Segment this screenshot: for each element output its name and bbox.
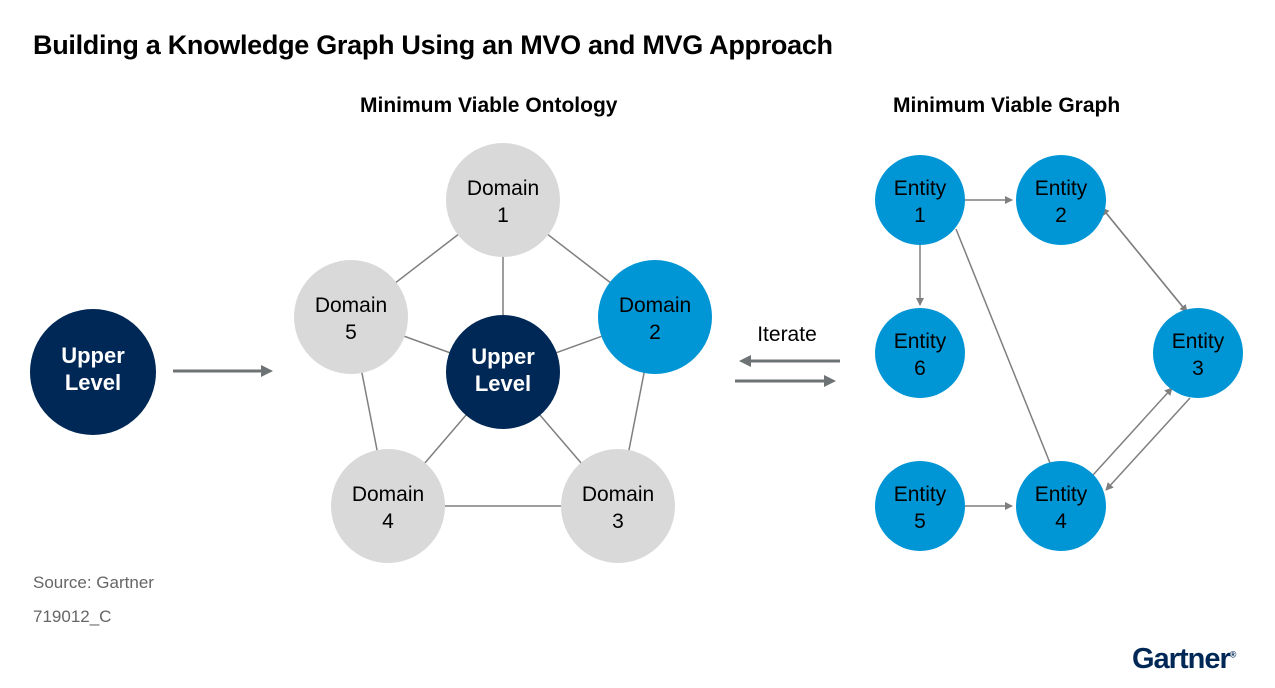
edge-e3-e4 (1105, 397, 1191, 491)
svg-text:6: 6 (914, 357, 926, 380)
entity-node-2: Entity 2 (1016, 155, 1106, 245)
edge-e1-e4 (955, 228, 1051, 464)
svg-text:Domain: Domain (619, 294, 691, 317)
svg-text:Domain: Domain (315, 294, 387, 317)
graph-edges (916, 196, 1191, 510)
upper-level-node: Upper Level (30, 309, 156, 435)
svg-text:Entity: Entity (894, 483, 947, 506)
svg-text:2: 2 (649, 321, 661, 344)
domain-node-2: Domain 2 (598, 260, 712, 374)
figure-code: 719012_C (33, 607, 112, 626)
svg-text:Upper: Upper (471, 344, 535, 369)
entity-node-1: Entity 1 (875, 155, 965, 245)
svg-text:5: 5 (914, 510, 926, 533)
svg-text:Upper: Upper (61, 343, 125, 368)
gartner-logo: Gartner® (1132, 643, 1236, 676)
svg-text:Entity: Entity (1035, 177, 1088, 200)
svg-text:2: 2 (1055, 204, 1067, 227)
diagram-title: Building a Knowledge Graph Using an MVO … (33, 30, 833, 60)
mvo-upper-level-node: Upper Level (446, 315, 560, 429)
logo-registered-mark: ® (1229, 649, 1237, 660)
svg-text:Entity: Entity (1035, 483, 1088, 506)
domain-node-1: Domain 1 (446, 143, 560, 257)
svg-text:Level: Level (65, 370, 121, 395)
section-title-mvo: Minimum Viable Ontology (360, 94, 618, 117)
source-note: Source: Gartner (33, 573, 154, 592)
entity-node-4: Entity 4 (1016, 461, 1106, 551)
section-title-mvg: Minimum Viable Graph (893, 94, 1121, 117)
logo-text: Gartner (1132, 643, 1231, 675)
svg-text:3: 3 (612, 510, 624, 533)
svg-text:4: 4 (382, 510, 394, 533)
svg-text:Entity: Entity (894, 177, 947, 200)
entity-node-5: Entity 5 (875, 461, 965, 551)
svg-text:1: 1 (914, 204, 926, 227)
svg-text:3: 3 (1192, 357, 1204, 380)
svg-text:5: 5 (345, 321, 357, 344)
svg-text:Entity: Entity (894, 330, 947, 353)
svg-text:Level: Level (475, 371, 531, 396)
edge-e3-e2 (1101, 207, 1188, 313)
svg-text:Domain: Domain (467, 177, 539, 200)
entity-node-3: Entity 3 (1153, 308, 1243, 398)
edge-e4-e3 (1092, 387, 1173, 476)
domain-node-5: Domain 5 (294, 260, 408, 374)
domain-node-3: Domain 3 (561, 449, 675, 563)
svg-text:Domain: Domain (582, 483, 654, 506)
iterate-label: Iterate (757, 323, 817, 346)
svg-text:Domain: Domain (352, 483, 424, 506)
svg-text:1: 1 (497, 204, 509, 227)
domain-node-4: Domain 4 (331, 449, 445, 563)
entity-node-6: Entity 6 (875, 308, 965, 398)
svg-text:4: 4 (1055, 510, 1067, 533)
svg-text:Entity: Entity (1172, 330, 1225, 353)
